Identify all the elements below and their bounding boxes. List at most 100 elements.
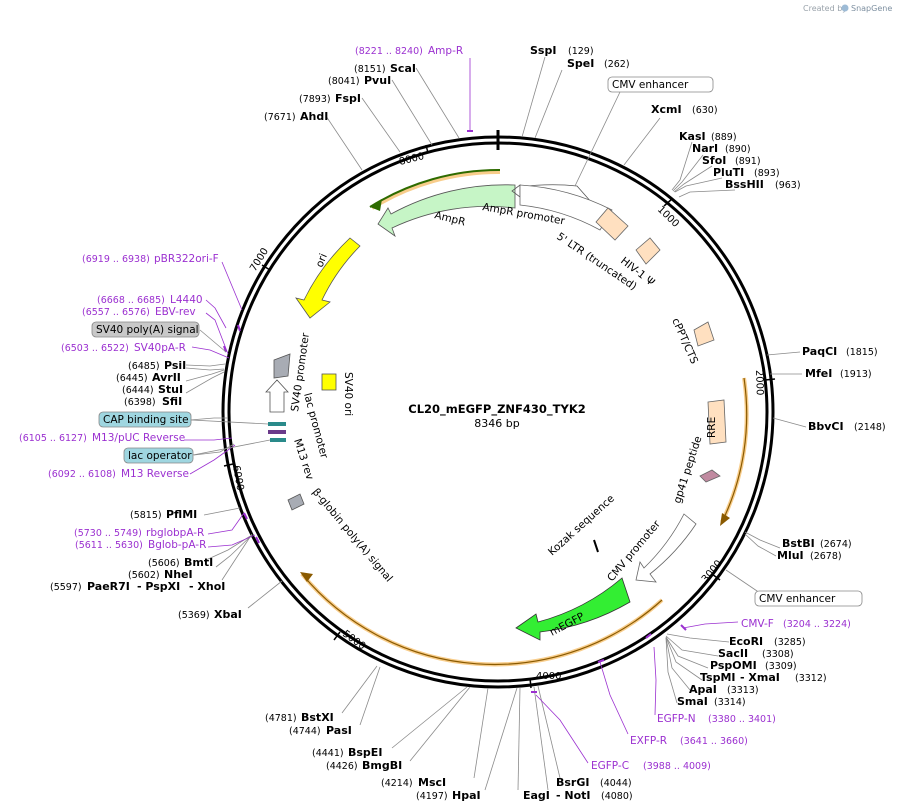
primer-name-sv40pa-r[interactable]: SV40pA-R	[134, 342, 186, 354]
enzyme-name-spei[interactable]: SpeI	[567, 57, 594, 70]
enzyme-name-mfei[interactable]: MfeI	[805, 367, 832, 380]
enzyme-pos-apai: (3313)	[727, 685, 759, 696]
box-lac-operator[interactable]	[123, 447, 194, 464]
enzyme-name-psii[interactable]: PsiI	[164, 359, 186, 372]
feature-sv40-promoter-box[interactable]	[273, 353, 291, 379]
enzyme-name-bmti[interactable]: BmtI	[184, 556, 213, 569]
enzyme-name-avrii[interactable]: AvrII	[152, 371, 181, 384]
primer-range-rbglobpa-r: (5730 .. 5749)	[74, 528, 142, 539]
feature-megfp-arrow[interactable]	[515, 577, 631, 641]
enzyme-name-bstxi[interactable]: BstXI	[301, 711, 334, 724]
primer-name-egfp-n[interactable]: EGFP-N	[657, 713, 696, 725]
enzyme-name-fspi[interactable]: FspI	[335, 92, 361, 105]
enzyme-name-nari[interactable]: NarI	[692, 142, 718, 155]
primer-name-exfp-r[interactable]: EXFP-R	[630, 735, 667, 747]
label-gp41: gp41 peptide	[671, 435, 704, 505]
feature-cmv-promoter-arrow[interactable]	[635, 513, 697, 583]
box-cap-binding-site[interactable]	[98, 411, 192, 428]
enzyme-name-smai[interactable]: SmaI	[677, 695, 708, 708]
enzyme-pos-pasi: (4744)	[289, 726, 321, 737]
box-sv40-polya[interactable]	[91, 321, 200, 338]
label-bglobin: β-globin poly(A) signal	[310, 486, 395, 584]
enzyme-name-pvui[interactable]: PvuI	[364, 74, 391, 87]
enzyme-name-bsshii[interactable]: BssHII	[725, 178, 764, 191]
enzyme-name-bbvci[interactable]: BbvCI	[808, 420, 844, 433]
label-cap-binding-site: CAP binding site	[103, 414, 189, 426]
feature-rre[interactable]	[707, 399, 727, 445]
enzyme-name-pluti[interactable]: PluTI	[713, 166, 744, 179]
orf-arc-rre	[720, 377, 749, 523]
tick-2000: 2000	[753, 370, 765, 396]
enzyme-name-pflmi[interactable]: PflMI	[166, 508, 197, 521]
enzyme-name-paqci[interactable]: PaqCI	[802, 345, 837, 358]
primer-name-l4440[interactable]: L4440	[170, 294, 203, 306]
enzyme-name-ecori[interactable]: EcoRI	[729, 635, 763, 648]
primer-range-amp-r: (8221 .. 8240)	[355, 46, 423, 57]
enzyme-pos-smai: (3314)	[714, 697, 746, 708]
box-cmv-enhancer-bottom[interactable]	[754, 590, 863, 607]
enzyme-name-bsrgi[interactable]: BsrGI	[556, 776, 589, 789]
brand-name: SnapGene	[851, 4, 892, 13]
enzyme-name-bspei[interactable]: BspEI	[348, 746, 382, 759]
enzyme-name-ahdi[interactable]: AhdI	[300, 110, 328, 123]
enzyme-name-apai[interactable]: ApaI	[689, 683, 717, 696]
primer-name-ebv-rev[interactable]: EBV-rev	[155, 306, 196, 318]
enzyme-name-stui[interactable]: StuI	[158, 383, 183, 396]
label-sv40-polya: SV40 poly(A) signal	[96, 324, 199, 336]
feature-5ltr-truncated[interactable]	[595, 207, 629, 241]
primer-name-egfp-c[interactable]: EGFP-C	[591, 760, 629, 772]
feature-lac-promoter	[268, 430, 286, 434]
primer-range-m13-reverse: (6092 .. 6108)	[48, 469, 116, 480]
feature-hiv1-psi[interactable]	[635, 237, 661, 265]
feature-ampr-arrow[interactable]	[377, 184, 516, 238]
enzyme-name-paer7i[interactable]: PaeR7I	[87, 580, 130, 593]
enzyme-name-pspomi[interactable]: PspOMI	[710, 659, 757, 672]
enzyme-name-nhei[interactable]: NheI	[164, 568, 193, 581]
enzyme-name-msci[interactable]: MscI	[418, 776, 446, 789]
enzyme-name-xmai[interactable]: - XmaI	[740, 671, 780, 684]
enzyme-pos-stui: (6444)	[122, 385, 154, 396]
primer-name-m13-puc[interactable]: M13/pUC Reverse	[92, 432, 185, 444]
primer-name-amp-r[interactable]: Amp-R	[428, 45, 463, 57]
enzyme-pos-pvui: (8041)	[328, 76, 360, 87]
enzyme-name-bmgbi[interactable]: BmgBI	[362, 759, 402, 772]
enzyme-name-pspxi[interactable]: - PspXI	[137, 580, 180, 593]
enzyme-name-xhoi[interactable]: - XhoI	[189, 580, 225, 593]
enzyme-name-eagi[interactable]: EagI	[523, 789, 550, 802]
primer-name-rbglobpa-r[interactable]: rbglobpA-R	[146, 527, 204, 539]
primer-range-pbr322ori-f: (6919 .. 6938)	[82, 254, 150, 265]
enzyme-name-kasi[interactable]: KasI	[679, 130, 706, 143]
feature-ori-arrow[interactable]	[295, 237, 361, 319]
enzyme-name-pasi[interactable]: PasI	[326, 724, 352, 737]
enzyme-name-sfii[interactable]: SfiI	[162, 395, 182, 408]
enzyme-name-noti[interactable]: - NotI	[556, 789, 591, 802]
enzyme-pos-sfoi: (891)	[735, 156, 761, 167]
enzyme-name-mlui[interactable]: MluI	[777, 549, 804, 562]
label-cppt-cts: cPPT/CTS	[669, 316, 700, 366]
plasmid-name: CL20_mEGFP_ZNF430_TYK2	[408, 402, 586, 417]
feature-bglobin-polya[interactable]	[287, 493, 305, 511]
enzyme-pos-sacii: (3308)	[762, 649, 794, 660]
enzyme-name-scai[interactable]: ScaI	[390, 62, 416, 75]
feature-gp41-peptide[interactable]	[699, 469, 721, 483]
primer-name-bglob-pa-r[interactable]: Bglob-pA-R	[148, 539, 206, 551]
primer-name-cmv-f[interactable]: CMV-F	[741, 618, 774, 630]
label-lac-operator: lac operator	[128, 450, 192, 462]
box-cmv-enhancer-top[interactable]	[607, 76, 714, 93]
feature-cppt-cts[interactable]	[693, 321, 715, 347]
enzyme-name-tspmi[interactable]: TspMI	[700, 671, 736, 684]
feature-sv40-promoter-arrow[interactable]	[265, 379, 289, 413]
enzyme-name-bstbi[interactable]: BstBI	[782, 537, 815, 550]
enzyme-pos-bstxi: (4781)	[265, 713, 297, 724]
primer-name-pbr322ori-f[interactable]: pBR322ori-F	[154, 253, 219, 265]
enzyme-pos-bstbi: (2674)	[820, 539, 852, 550]
enzyme-name-hpai[interactable]: HpaI	[452, 789, 481, 802]
enzyme-name-sspi[interactable]: SspI	[530, 44, 556, 57]
enzyme-name-xbai[interactable]: XbaI	[214, 608, 242, 621]
enzyme-name-sfoi[interactable]: SfoI	[702, 154, 726, 167]
feature-sv40-ori[interactable]	[321, 373, 337, 391]
primer-name-m13-reverse[interactable]: M13 Reverse	[121, 468, 189, 480]
enzyme-name-sacii[interactable]: SacII	[718, 647, 748, 660]
enzyme-name-xcmi[interactable]: XcmI	[651, 103, 682, 116]
